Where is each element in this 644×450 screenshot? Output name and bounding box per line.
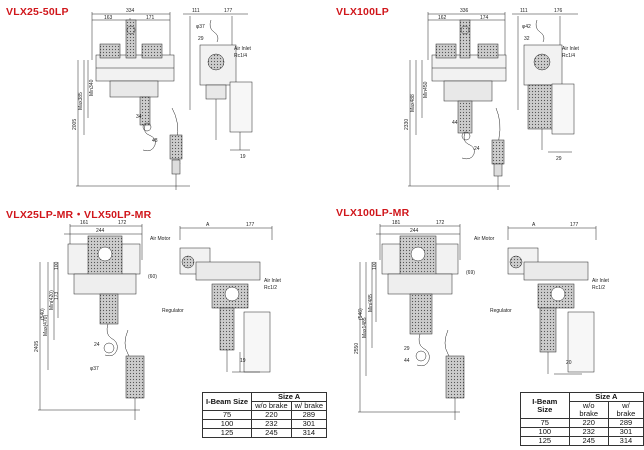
- title-vlx25-50lp: VLX25-50LP: [6, 6, 69, 18]
- label-air-motor-br: Air Motor: [474, 236, 495, 242]
- dim-172: 172: [118, 220, 127, 226]
- dim-32: 32: [524, 36, 530, 42]
- dim-max385: Max385: [78, 92, 84, 110]
- dim-44-br: 44: [404, 358, 410, 364]
- dim-244-br: 244: [410, 228, 419, 234]
- dim-min340: Min340: [89, 79, 95, 96]
- dim-max488: Max488: [410, 94, 416, 112]
- hoist-drawing-bl: [38, 224, 273, 420]
- dim-max1485: Max1485: [362, 317, 368, 338]
- dim-44: 44: [452, 120, 458, 126]
- dim-max470: Max(470): [43, 315, 49, 336]
- dim-2005: 2005: [72, 119, 78, 130]
- label-air-inlet-tr: Air Inlet: [562, 46, 580, 52]
- dim-161: 161: [80, 220, 89, 226]
- col-w-brake-r: w/ brake: [607, 401, 644, 419]
- dim-171: 171: [146, 15, 155, 21]
- dim-60: (60): [148, 274, 157, 280]
- dim-100-br: 100: [372, 261, 378, 270]
- label-air-inlet: Air Inlet: [234, 46, 252, 52]
- col-wo-brake-r: w/o brake: [568, 401, 609, 419]
- dim-2330: 2330: [404, 119, 410, 130]
- dim-174: 174: [480, 15, 489, 21]
- dim-min450: Min450: [423, 81, 429, 98]
- dim-334: 334: [126, 8, 135, 14]
- dim-546: (546): [358, 308, 364, 320]
- dim-177: 177: [224, 8, 233, 14]
- hoist-drawing-tl: [76, 12, 253, 190]
- dim-a-br: A: [532, 222, 536, 228]
- label-rc14-tr: Rc1/4: [562, 53, 575, 59]
- label-rc14: Rc1/4: [234, 53, 247, 59]
- col-ibeam: I-Beam Size: [201, 392, 253, 411]
- dim-177-br: 177: [570, 222, 579, 228]
- dim-163: 163: [104, 15, 113, 21]
- dim-540: (540): [40, 308, 46, 320]
- dim-min485: Min/485: [368, 294, 374, 312]
- dim-111: 111: [192, 8, 200, 14]
- dim-29-br: 29: [404, 346, 410, 352]
- size-table-right: I-Beam Size Size A w/o brake w/ brake 75…: [520, 392, 644, 446]
- dim-336: 336: [460, 8, 469, 14]
- label-regulator: Regulator: [162, 308, 184, 314]
- dim-phi37: φ37: [196, 24, 205, 30]
- dim-19: 19: [240, 154, 246, 160]
- dim-2550: 2550: [354, 343, 360, 354]
- dim-177-bl: 177: [246, 222, 255, 228]
- dim-19-bl: 19: [240, 358, 246, 364]
- dim-111-r: 111: [520, 8, 528, 14]
- label-air-inlet-br: Air Inlet: [592, 278, 610, 284]
- title-vlx25lp-mr: VLX25LP-MR・VLX50LP-MR: [6, 209, 152, 221]
- dim-69: (69): [466, 270, 475, 276]
- dim-29-r: 29: [556, 156, 562, 162]
- dim-phi37-bl: φ37: [90, 366, 99, 372]
- size-table-left: I-Beam Size Size A w/o brake w/ brake 75…: [201, 392, 328, 438]
- dim-173: 173: [54, 291, 60, 300]
- dim-20: 20: [566, 360, 572, 366]
- dim-100: 100: [54, 261, 60, 270]
- title-vlx100lp-mr: VLX100LP-MR: [336, 207, 410, 219]
- dim-min420: Min(420): [49, 290, 55, 310]
- label-rc12-br: Rc1/2: [592, 285, 605, 291]
- dim-48: 48: [152, 138, 158, 144]
- dim-2405: 2405: [34, 341, 40, 352]
- col-ibeam-r: I-Beam Size: [520, 392, 570, 419]
- hoist-drawing-tr: [408, 12, 578, 190]
- title-vlx100lp: VLX100LP: [336, 6, 389, 18]
- col-size-a-r: Size A: [568, 392, 644, 402]
- dim-phi42: φ42: [522, 24, 531, 30]
- dim-34: 34: [136, 114, 142, 120]
- label-air-inlet-bl: Air Inlet: [264, 278, 282, 284]
- dim-244: 244: [96, 228, 105, 234]
- label-air-motor: Air Motor: [150, 236, 171, 242]
- dim-181: 181: [392, 220, 401, 226]
- hoist-drawing-br: [358, 224, 597, 420]
- dim-172-br: 172: [436, 220, 445, 226]
- label-regulator-br: Regulator: [490, 308, 512, 314]
- dim-29: 29: [198, 36, 204, 42]
- dim-176: 176: [554, 8, 563, 14]
- label-rc12: Rc1/2: [264, 285, 277, 291]
- dim-162: 162: [438, 15, 447, 21]
- dim-a-bl: A: [206, 222, 210, 228]
- dim-24: 24: [474, 146, 480, 152]
- dim-24-bl: 24: [94, 342, 100, 348]
